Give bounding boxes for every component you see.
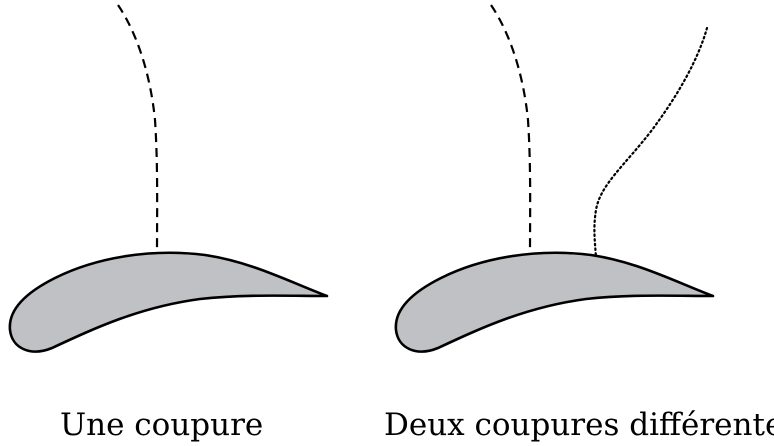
cut-line-dotted <box>594 28 707 258</box>
panel-one-cut: Une coupure <box>10 5 327 443</box>
airfoil-shape <box>396 253 713 352</box>
cut-line-dashed <box>491 5 530 254</box>
airfoil-shape <box>10 253 327 352</box>
cut-line-dashed <box>118 5 157 254</box>
panel-two-cuts: Deux coupures différentes <box>384 5 774 443</box>
caption-two-cuts: Deux coupures différentes <box>384 407 774 443</box>
caption-one-cut: Une coupure <box>60 407 263 443</box>
